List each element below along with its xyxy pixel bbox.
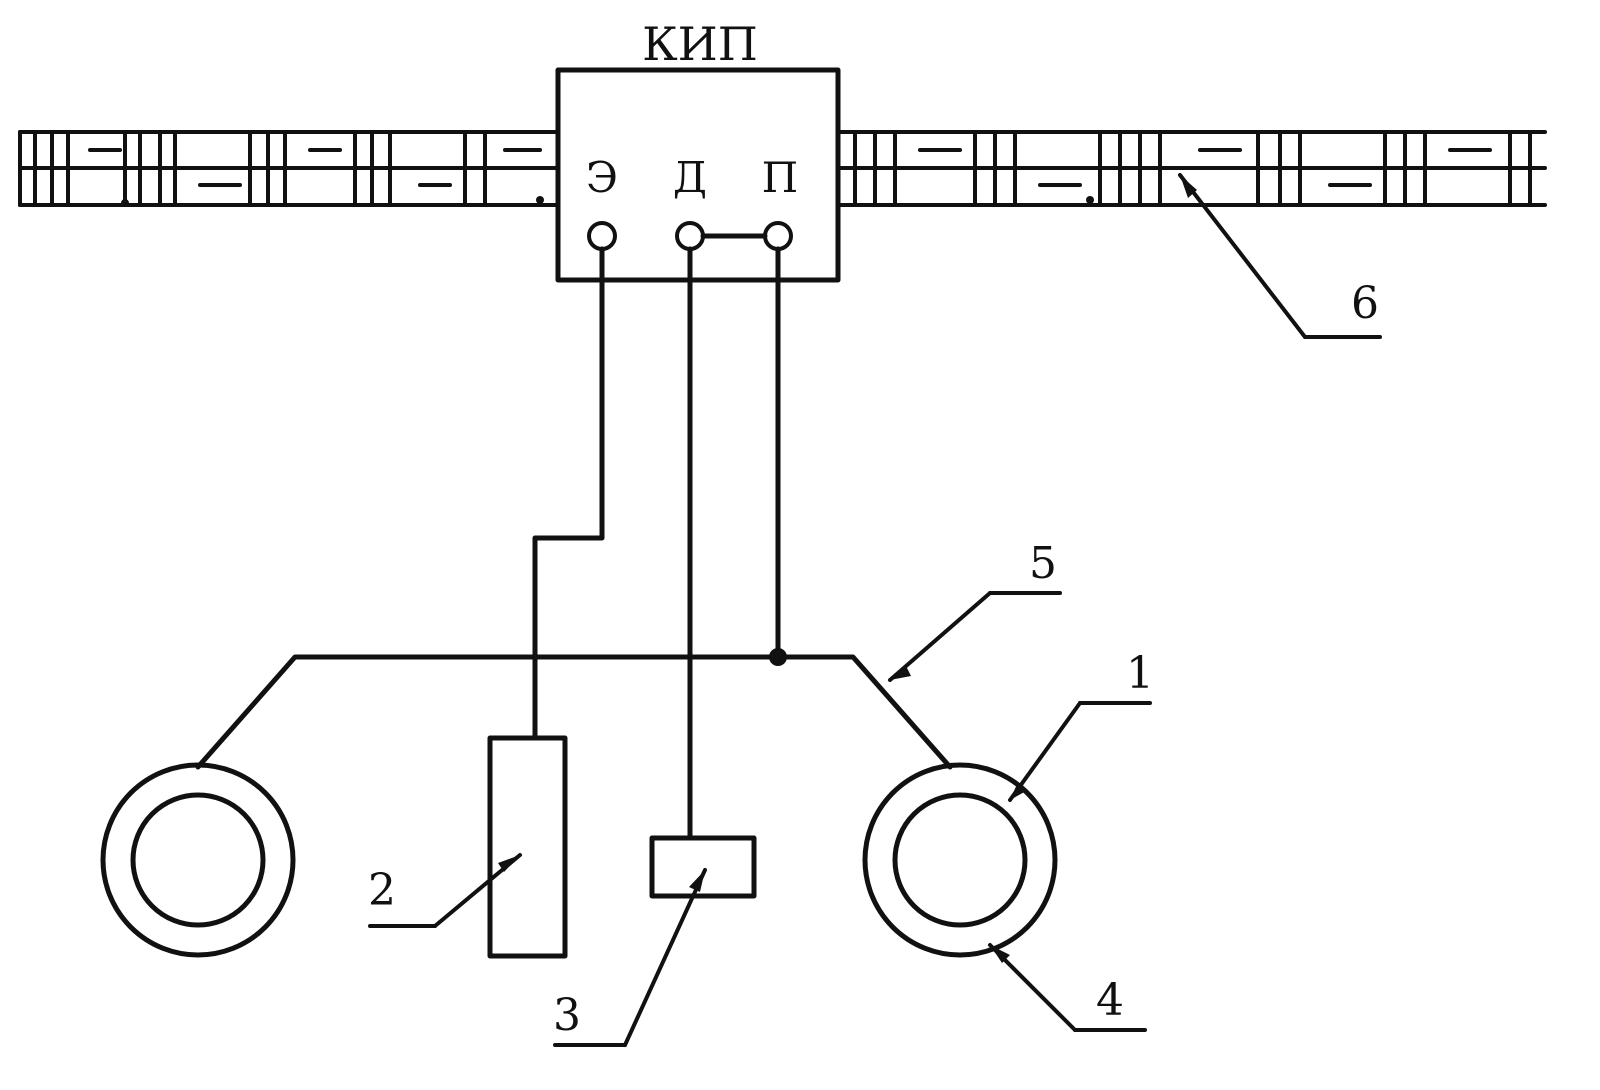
wire-electrode — [532, 246, 605, 741]
terminal-pipe — [763, 221, 793, 251]
callout-label-1: 1 — [1126, 648, 1154, 699]
kip-box-title: КИП — [642, 17, 758, 71]
kip-box — [555, 67, 841, 283]
bonding-cable — [195, 654, 953, 770]
leader-arrowheads — [498, 175, 1197, 963]
ground-dots-left — [121, 196, 544, 207]
callout-label-2: 2 — [368, 865, 396, 916]
pipe-left-outer — [100, 762, 296, 958]
callout-label-6: 6 — [1351, 278, 1379, 329]
terminal-label-electrode: Э — [586, 153, 618, 202]
cable-junction — [769, 648, 787, 666]
terminal-sensor — [675, 221, 705, 251]
terminal-electrode — [587, 221, 617, 251]
ground-surface-right — [836, 130, 1547, 207]
terminal-label-sensor: Д — [673, 153, 707, 202]
pipe-right-outer — [862, 762, 1058, 958]
pipe-right-inner — [892, 792, 1028, 928]
callout-label-5: 5 — [1029, 538, 1057, 589]
terminal-label-pipe: П — [762, 153, 799, 202]
reference-electrode — [487, 735, 568, 959]
ground-dots-right — [1086, 196, 1094, 204]
pipe-left-inner — [130, 792, 266, 928]
leader-lines — [368, 173, 1382, 1047]
ground-surface-left — [18, 130, 560, 207]
callout-label-3: 3 — [553, 990, 581, 1041]
corrosion-sensor — [649, 835, 757, 899]
callout-label-4: 4 — [1096, 975, 1124, 1026]
